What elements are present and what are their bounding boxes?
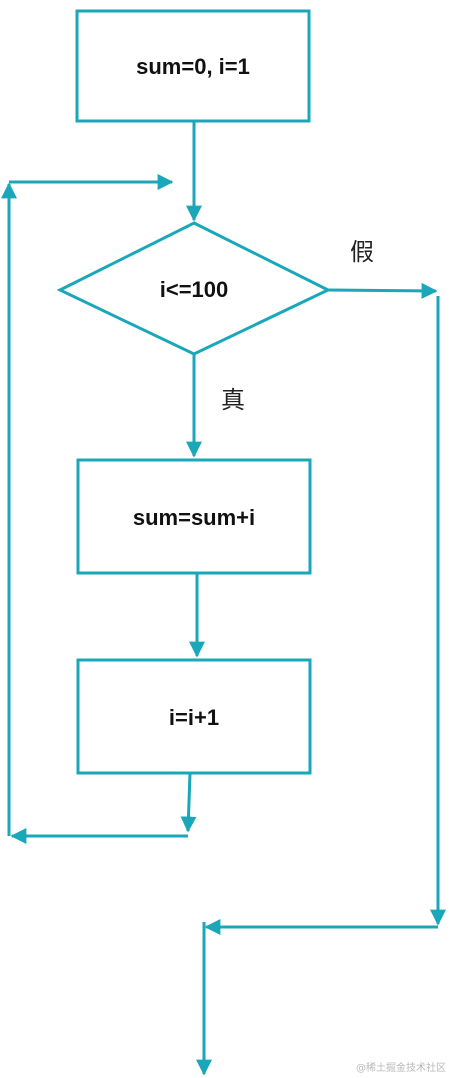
arrow-condition-false <box>327 282 438 299</box>
init-text: sum=0, i=1 <box>136 54 250 79</box>
watermark: @稀土掘金技术社区 <box>356 1063 446 1074</box>
false-branch-label: 假 <box>350 238 374 266</box>
accumulate-box <box>76 458 312 575</box>
accumulate-text: sum=sum+i <box>133 505 255 530</box>
true-branch-label: 真 <box>221 386 245 414</box>
increment-box <box>76 658 312 775</box>
condition-text: i<=100 <box>160 277 229 302</box>
arrow-increment-down <box>180 772 197 833</box>
increment-text: i=i+1 <box>169 705 219 730</box>
